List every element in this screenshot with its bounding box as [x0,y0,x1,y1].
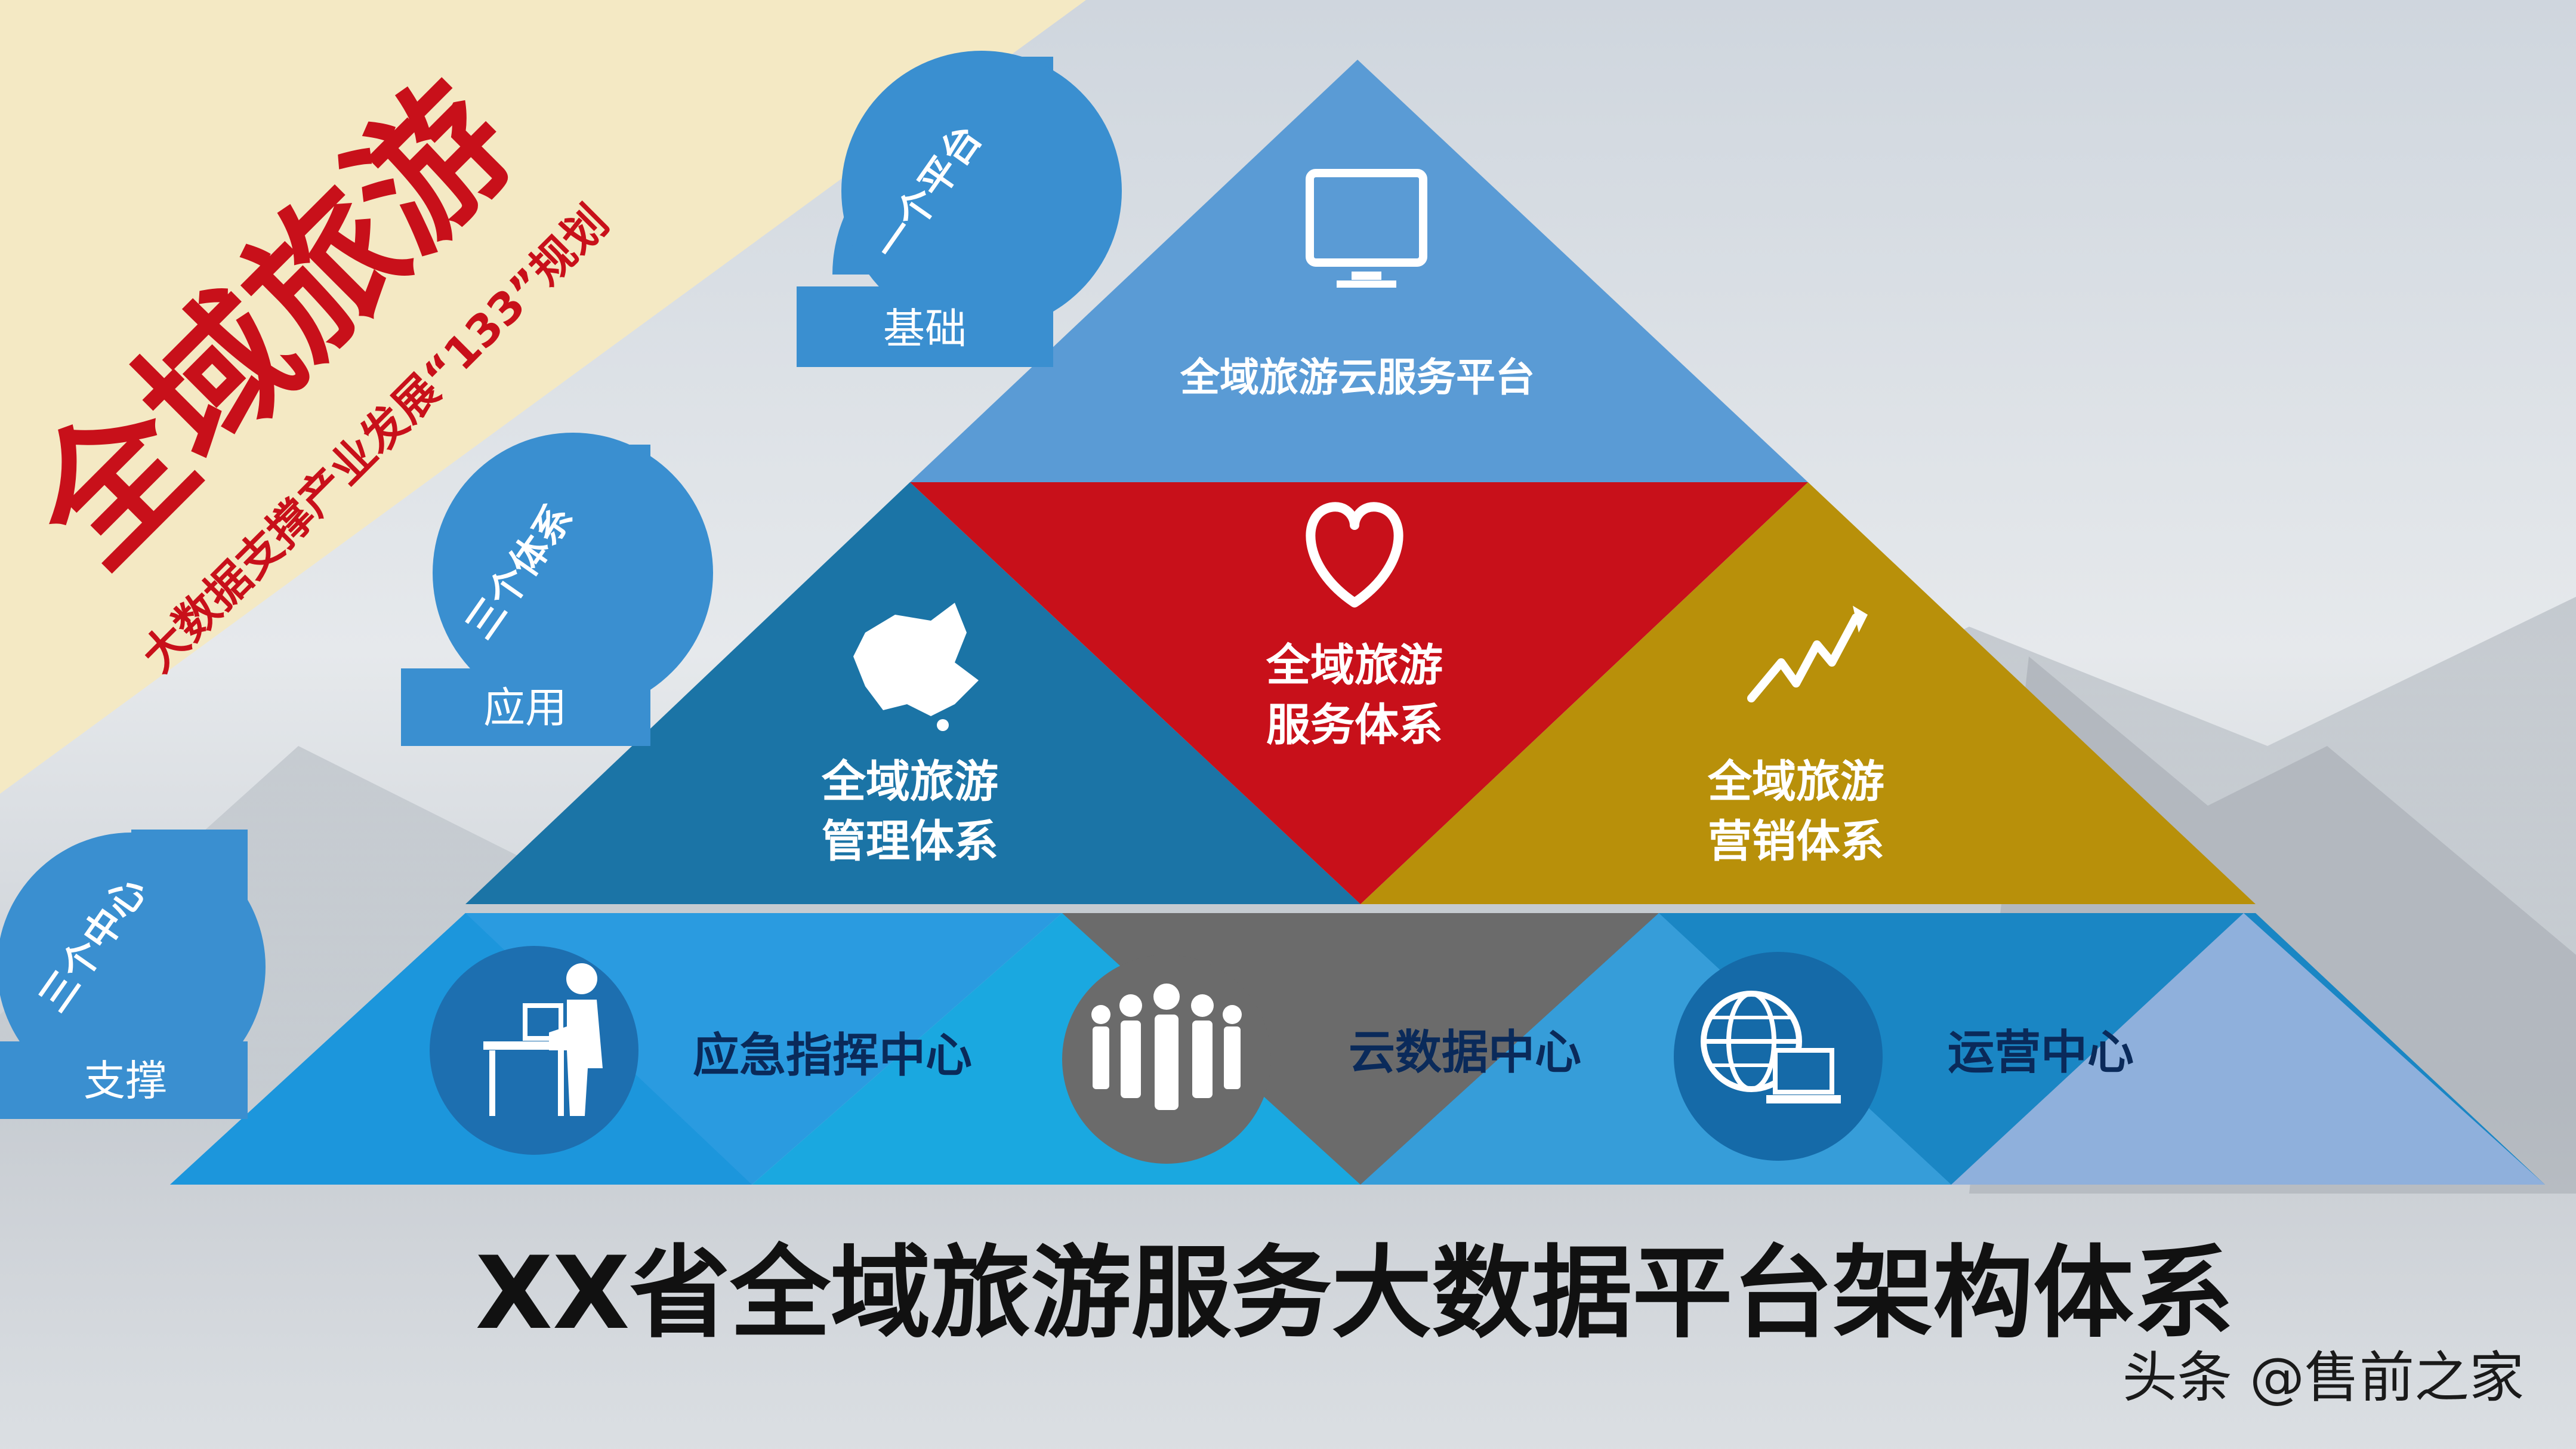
badge-support: 三个中心 支撑 [0,830,266,1119]
badge-application-label: 应用 [483,683,567,732]
main-title: XX省全域旅游服务大数据平台架构体系 [475,1235,2233,1352]
middle-left-label-line2: 管理体系 [822,816,998,867]
china-map-icon [853,603,979,731]
middle-left-label-line1: 全域旅游 [821,756,998,807]
middle-right-label-line2: 营销体系 [1708,816,1884,867]
watermark: 头条 @售前之家 [2122,1346,2524,1410]
monitor-icon [1306,169,1427,288]
badge-foundation-label: 基础 [883,304,967,353]
banner-background [0,0,1086,794]
pyramid-middle-right [1361,482,2256,904]
bottom-center-label: 云数据中心 [1349,1026,1581,1080]
badge-support-label: 支撑 [84,1056,167,1105]
heart-icon [1306,502,1403,608]
trend-up-icon [1747,606,1868,702]
pyramid-middle-center [910,482,1808,904]
crowd-icon [1062,955,1271,1164]
bottom-right-label: 运营中心 [1948,1026,2134,1080]
middle-center-label-line1: 全域旅游 [1266,640,1443,691]
globe-computer-icon [1674,952,1883,1161]
bottom-right-accent [1951,913,2545,1185]
middle-right-label-line1: 全域旅游 [1707,756,1884,807]
top-label: 全域旅游云服务平台 [1180,354,1535,400]
badge-application: 三个体系 应用 [401,433,713,746]
bottom-left-label: 应急指挥中心 [693,1029,972,1083]
pyramid-top [910,60,1808,482]
person-at-computer-icon [430,946,638,1155]
badge-foundation: 一个平台 基础 [797,51,1122,367]
middle-center-label-line2: 服务体系 [1266,699,1443,751]
